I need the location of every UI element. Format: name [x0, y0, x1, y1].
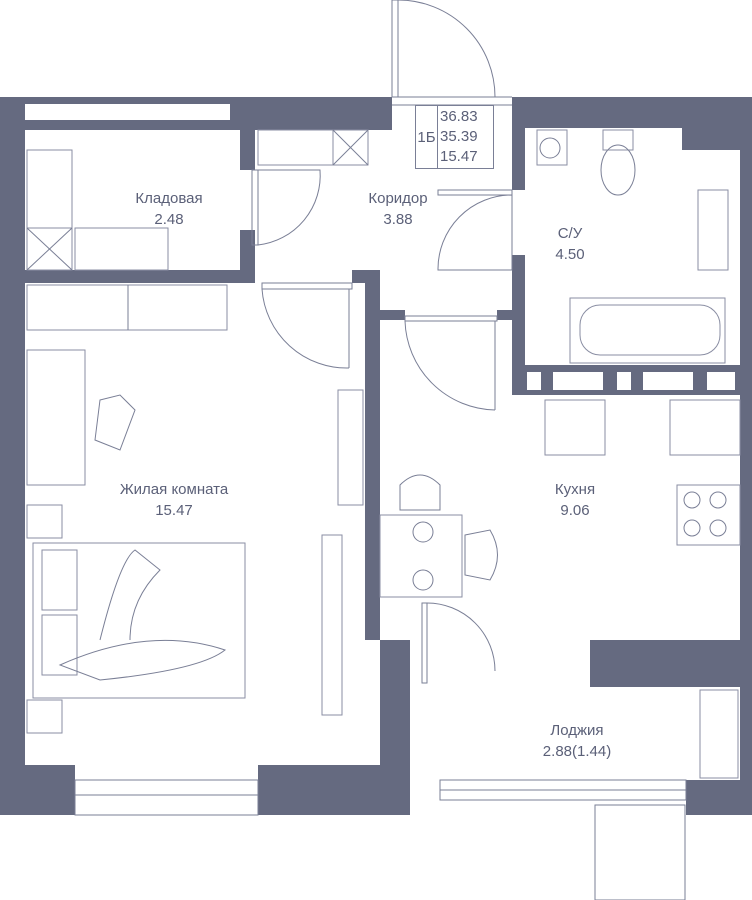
- room-storage: Кладовая 2.48: [135, 188, 202, 230]
- room-area: 4.50: [555, 246, 585, 263]
- total-area: 36.83: [440, 108, 478, 125]
- room-area: 15.47: [155, 502, 193, 519]
- room-name: Коридор: [368, 190, 428, 207]
- room-area: 3.88: [383, 211, 413, 228]
- room-living: Жилая комната 15.47: [120, 479, 228, 521]
- apartment-section: 1Б: [416, 106, 438, 168]
- apartment-info-box: 1Б 36.83 35.39 15.47: [415, 105, 494, 169]
- room-kitchen: Кухня 9.06: [555, 479, 595, 521]
- room-area: 2.88(1.44): [542, 743, 612, 760]
- living-area: 15.47: [440, 148, 478, 165]
- window-top: [25, 104, 230, 120]
- room-name: С/У: [557, 225, 583, 242]
- room-area: 9.06: [560, 502, 590, 519]
- room-name: Кухня: [554, 481, 596, 498]
- furniture: [26, 129, 741, 779]
- room-name: Кладовая: [135, 190, 203, 207]
- room-corridor: Коридор 3.88: [368, 188, 427, 230]
- bath-windows: [527, 372, 735, 390]
- room-name: Лоджия: [550, 722, 604, 739]
- living-total-area: 35.39: [440, 128, 478, 145]
- walls: [0, 97, 752, 815]
- room-bathroom: С/У 4.50: [555, 223, 584, 265]
- room-name: Жилая комната: [119, 481, 229, 498]
- windows: [74, 779, 687, 816]
- room-loggia: Лоджия 2.88(1.44): [543, 720, 611, 762]
- room-area: 2.48: [154, 211, 184, 228]
